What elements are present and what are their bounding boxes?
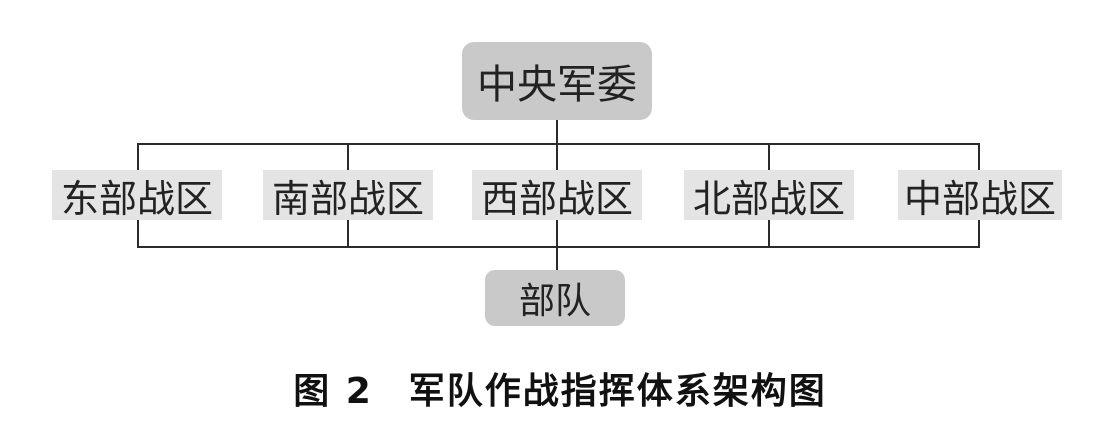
node-region-north: 北部战区 bbox=[684, 170, 854, 221]
connector-rise-north bbox=[768, 220, 770, 247]
connector-drop-west bbox=[556, 143, 558, 170]
figure-title: 军队作战指挥体系架构图 bbox=[408, 371, 827, 412]
connector-top-horizontal bbox=[137, 143, 980, 145]
connector-drop-north bbox=[768, 143, 770, 170]
connector-rise-central bbox=[978, 220, 980, 247]
node-region-central: 中部战区 bbox=[898, 170, 1062, 221]
connector-rise-south bbox=[347, 220, 349, 247]
node-troops: 部队 bbox=[485, 270, 625, 326]
figure-caption: 图 2 军队作战指挥体系架构图 bbox=[0, 360, 1120, 416]
node-central-military-commission: 中央军委 bbox=[462, 42, 652, 120]
connector-drop-east bbox=[137, 143, 139, 170]
node-region-west: 西部战区 bbox=[472, 170, 642, 221]
connector-top-vertical bbox=[556, 120, 558, 144]
connector-bottom-vertical bbox=[556, 246, 558, 270]
node-region-east: 东部战区 bbox=[52, 170, 222, 221]
connector-drop-south bbox=[347, 143, 349, 170]
connector-rise-west bbox=[556, 220, 558, 247]
connector-rise-east bbox=[137, 220, 139, 247]
figure-number: 图 2 bbox=[293, 371, 373, 412]
connector-drop-central bbox=[978, 143, 980, 170]
node-region-south: 南部战区 bbox=[263, 170, 433, 221]
connector-bottom-horizontal bbox=[137, 246, 980, 248]
